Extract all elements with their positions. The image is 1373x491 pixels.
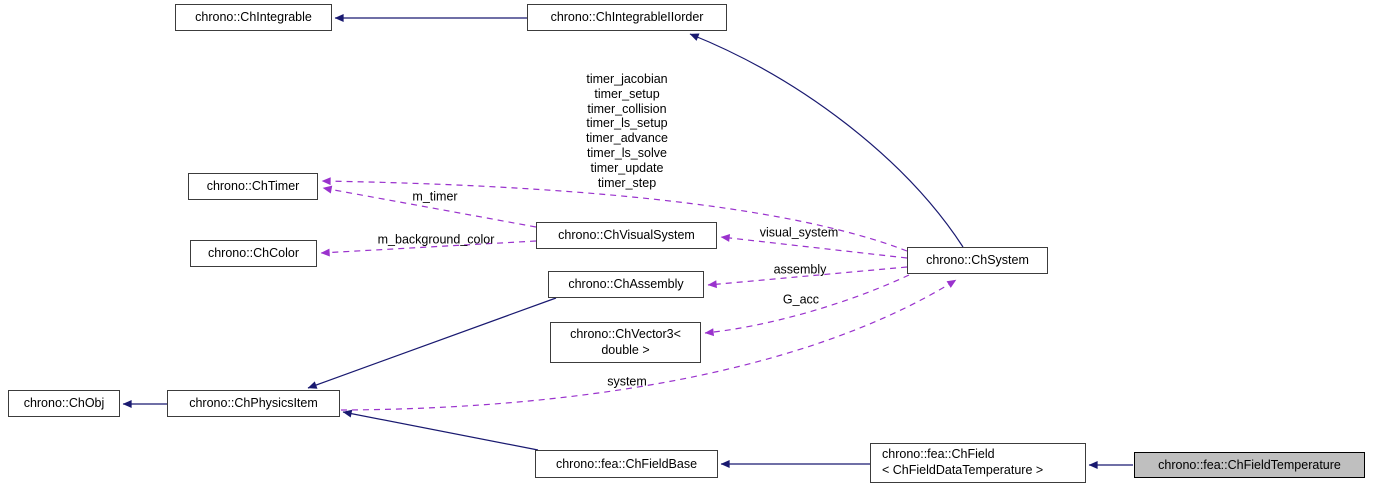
node-chobj[interactable]: chrono::ChObj	[8, 390, 120, 417]
edge-usage-system-to-vector3	[704, 274, 910, 337]
edge-label-g-acc: G_acc	[782, 292, 820, 307]
edge-inherit-fieldbase-to-physicsitem	[342, 409, 539, 451]
edge-label-system: system	[607, 374, 647, 389]
edge-usage-visualsystem-to-timer	[322, 185, 537, 228]
edge-usage-system-to-timer	[321, 177, 908, 252]
edge-label-m-timer: m_timer	[412, 189, 458, 204]
node-chintegrableiiorder[interactable]: chrono::ChIntegrableIIorder	[527, 4, 727, 31]
edge-label-visual-system: visual_system	[759, 225, 839, 240]
node-chphysicsitem[interactable]: chrono::ChPhysicsItem	[167, 390, 340, 417]
node-chfieldtemperature: chrono::fea::ChFieldTemperature	[1134, 452, 1365, 478]
edge-label-m-background-color: m_background_color	[377, 232, 495, 247]
edge-label-assembly: assembly	[773, 262, 827, 277]
node-chcolor[interactable]: chrono::ChColor	[190, 240, 317, 267]
node-chtimer[interactable]: chrono::ChTimer	[188, 173, 318, 200]
edge-usage-physicsitem-to-system	[340, 279, 957, 411]
node-chassembly[interactable]: chrono::ChAssembly	[548, 271, 704, 298]
node-chfield[interactable]: chrono::fea::ChField < ChFieldDataTemper…	[870, 443, 1086, 483]
node-chfieldbase[interactable]: chrono::fea::ChFieldBase	[535, 450, 718, 478]
node-chsystem[interactable]: chrono::ChSystem	[907, 247, 1048, 274]
edge-usage-system-to-visualsystem	[720, 234, 908, 259]
edge-usage-system-to-assembly	[707, 266, 908, 289]
edge-usage-visualsystem-to-color	[320, 240, 537, 257]
node-chvector3[interactable]: chrono::ChVector3< double >	[550, 322, 701, 363]
edge-inherit-system-to-iiorder	[689, 33, 964, 248]
node-chvisualsystem[interactable]: chrono::ChVisualSystem	[536, 222, 717, 249]
node-chintegrable[interactable]: chrono::ChIntegrable	[175, 4, 332, 31]
edge-inherit-assembly-to-physicsitem	[307, 297, 557, 389]
edge-label-timer-members: timer_jacobian timer_setup timer_collisi…	[586, 71, 668, 190]
